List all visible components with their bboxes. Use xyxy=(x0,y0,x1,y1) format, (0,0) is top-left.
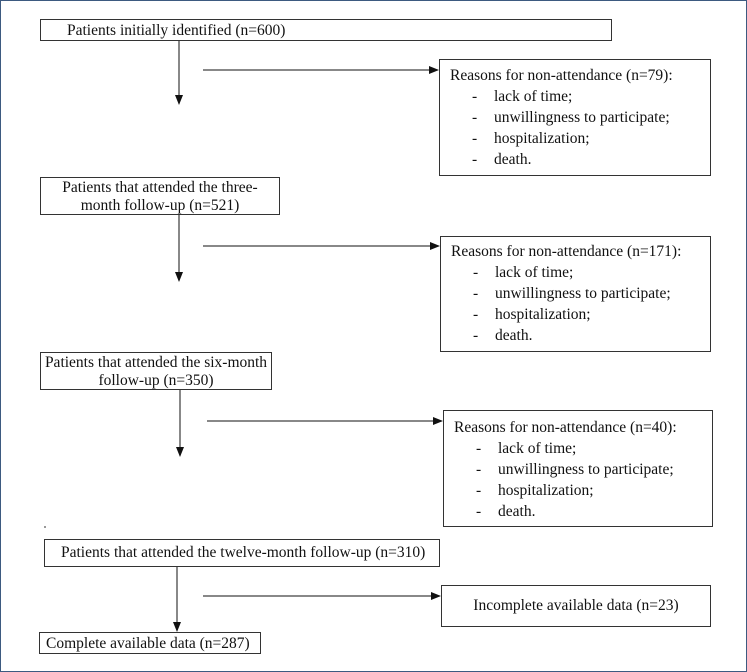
list-item: -unwillingness to participate; xyxy=(473,285,671,302)
list-item: -death. xyxy=(472,151,532,168)
exclusion-box-3: Reasons for non-attendance (n=40): -lack… xyxy=(443,410,713,527)
list-item: -unwillingness to participate; xyxy=(472,109,670,126)
list-item: -death. xyxy=(473,327,533,344)
exclusion-title-3: Reasons for non-attendance (n=40): xyxy=(454,419,677,436)
stage-complete-box: Complete available data (n=287) xyxy=(39,632,261,654)
stage-six-month-box: Patients that attended the six-month fol… xyxy=(40,352,272,390)
list-item: -hospitalization; xyxy=(473,306,591,323)
exclusion-box-2: Reasons for non-attendance (n=171): -lac… xyxy=(440,236,711,352)
stage-six-month-line2: follow-up (n=350) xyxy=(98,372,214,389)
stage-initial-box: Patients initially identified (n=600) xyxy=(40,19,612,41)
stage-three-month-line2: month follow-up (n=521) xyxy=(80,197,240,214)
stage-complete-label: Complete available data (n=287) xyxy=(46,635,250,652)
exclusion-list-1: -lack of time; -unwillingness to partici… xyxy=(450,86,710,170)
stage-twelve-month-box: Patients that attended the twelve-month … xyxy=(44,539,440,567)
list-item: -death. xyxy=(476,503,536,520)
list-item: -hospitalization; xyxy=(472,130,590,147)
exclusion-box-4: Incomplete available data (n=23) xyxy=(441,585,711,627)
list-item: -hospitalization; xyxy=(476,482,594,499)
list-item: -lack of time; xyxy=(476,440,577,457)
stray-mark xyxy=(44,526,46,528)
exclusion-list-3: -lack of time; -unwillingness to partici… xyxy=(454,438,712,522)
stage-three-month-box: Patients that attended the three- month … xyxy=(40,177,280,215)
list-item: -lack of time; xyxy=(473,264,574,281)
exclusion-box-1: Reasons for non-attendance (n=79): -lack… xyxy=(439,59,711,176)
list-item: -unwillingness to participate; xyxy=(476,461,674,478)
exclusion-title-2: Reasons for non-attendance (n=171): xyxy=(451,243,682,260)
stage-initial-label: Patients initially identified (n=600) xyxy=(67,22,286,39)
exclusion-title-4: Incomplete available data (n=23) xyxy=(473,597,679,614)
exclusion-list-2: -lack of time; -unwillingness to partici… xyxy=(451,262,710,346)
stage-six-month-line1: Patients that attended the six-month xyxy=(44,354,268,371)
list-item: -lack of time; xyxy=(472,88,573,105)
exclusion-title-1: Reasons for non-attendance (n=79): xyxy=(450,67,673,84)
stage-three-month-line1: Patients that attended the three- xyxy=(62,179,258,196)
stage-twelve-month-label: Patients that attended the twelve-month … xyxy=(61,544,426,561)
